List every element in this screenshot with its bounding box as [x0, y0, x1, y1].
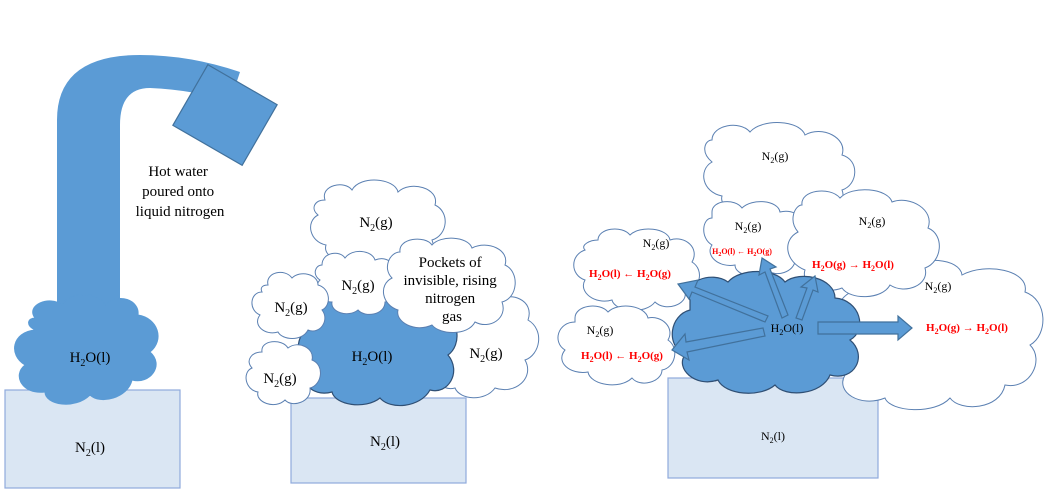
- gas-label: N2(g): [859, 214, 886, 230]
- gas-label: N2(g): [925, 279, 952, 295]
- gas-label: N2(g): [469, 346, 502, 365]
- gas-label: N2(g): [587, 323, 614, 339]
- panel-3: N2(l) N2(g) N2(g) N2(g) N2(g) N2(g) N2(g…: [557, 122, 1044, 479]
- gas-label: N2(g): [643, 236, 670, 252]
- gas-cloud: [787, 189, 940, 298]
- gas-cloud: [573, 228, 700, 311]
- gas-label: N2(g): [762, 149, 789, 165]
- water-label: H2O(l): [352, 349, 393, 368]
- gas-cloud: [251, 271, 329, 339]
- reaction-condense-left-upper: H2O(l) ← H2O(g): [589, 268, 671, 282]
- panel-2: N2(l) N2(g) H2O(l) N2(g) N2(g) N2(g) N2(…: [245, 179, 539, 484]
- gas-label: N2(g): [341, 278, 374, 297]
- gas-label: N2(g): [274, 300, 307, 319]
- water-stream: [57, 55, 240, 330]
- reaction-evaporate-right: H2O(g) → H2O(l): [926, 322, 1008, 336]
- gas-label: N2(g): [263, 371, 296, 390]
- container-label: N2(l): [75, 440, 105, 459]
- liquid-nitrogen-container: [667, 377, 879, 479]
- water-label: H2O(l): [70, 350, 111, 369]
- gas-cloud: [557, 305, 676, 386]
- liquid-nitrogen-container: [4, 389, 181, 489]
- arrow-up: [758, 257, 789, 319]
- panel-1: N2(l) H2O(l) Hot water poured onto liqui…: [4, 55, 278, 489]
- gas-label: N2(g): [735, 219, 762, 235]
- water-label: H2O(l): [771, 321, 804, 337]
- hot-water-annotation: Hot water poured onto liquid nitrogen: [136, 164, 225, 220]
- water-cup: [172, 63, 278, 167]
- arrow-up-left: [676, 279, 769, 323]
- arrow-right: [817, 314, 913, 342]
- arrow-up-right: [795, 274, 819, 321]
- pocket-annotation: Pockets of invisible, rising nitrogen ga…: [403, 255, 500, 325]
- container-label: N2(l): [370, 434, 400, 453]
- gas-cloud: [245, 341, 321, 405]
- arrow-down-left: [671, 327, 766, 362]
- pocket-cloud: [383, 237, 516, 333]
- water-cloud: [14, 294, 159, 405]
- gas-label: N2(g): [359, 215, 392, 234]
- container-label: N2(l): [761, 429, 785, 445]
- vapor-arrows: [671, 257, 913, 362]
- reaction-condense-left-lower: H2O(l) ← H2O(g): [581, 350, 663, 364]
- reaction-evaporate-upper-right: H2O(g) → H2O(l): [812, 259, 894, 273]
- reaction-condense-top: H2O(l) ← H2O(g): [712, 247, 772, 258]
